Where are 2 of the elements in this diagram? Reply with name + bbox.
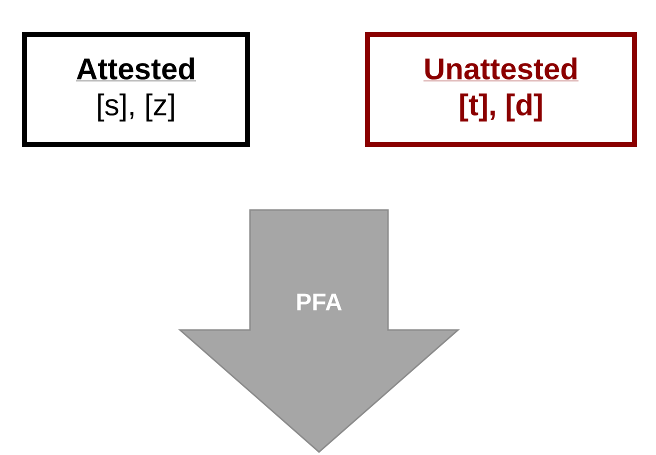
label-box: Unattested [t], [d] (365, 32, 637, 147)
label-box: Attested [s], [z] (22, 32, 250, 147)
